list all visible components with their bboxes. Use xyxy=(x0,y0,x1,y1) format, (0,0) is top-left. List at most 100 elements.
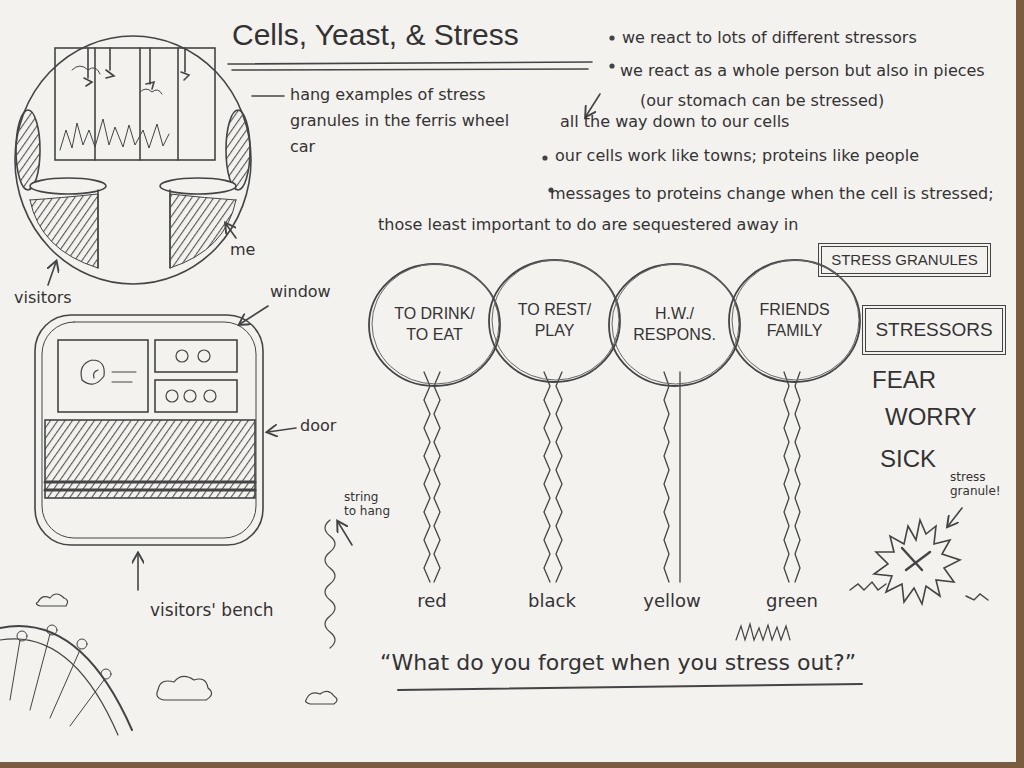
granule-core xyxy=(902,548,930,570)
part-label: window xyxy=(270,282,360,301)
cloud xyxy=(36,594,67,606)
window-lines xyxy=(112,372,136,382)
part-label: door xyxy=(300,416,370,435)
category-circle: H.W./ RESPONS. xyxy=(607,262,742,388)
hanging-string xyxy=(325,520,335,648)
stressor: WORRY xyxy=(885,403,1005,431)
door-arrow xyxy=(268,428,296,432)
granule-strings xyxy=(784,372,789,582)
window-faces xyxy=(184,390,196,402)
visitors-arrow xyxy=(48,262,56,285)
callout: stress granule! xyxy=(950,470,1012,498)
label-box: STRESS GRANULES xyxy=(818,243,991,277)
granule-arrow xyxy=(948,508,962,526)
pencil-sketch xyxy=(0,35,988,735)
granule-strings xyxy=(556,372,562,582)
cloud xyxy=(157,676,212,700)
stressor: FEAR xyxy=(872,366,1002,394)
window-clouds xyxy=(72,66,162,94)
window-faces xyxy=(198,350,210,362)
circle-outline xyxy=(367,262,502,388)
right-car-wall xyxy=(226,110,250,190)
granule-strings xyxy=(664,372,669,582)
hanging-strings xyxy=(88,48,185,84)
circle-outline xyxy=(372,264,499,384)
car-window-lower xyxy=(155,380,237,412)
granule-strings xyxy=(679,372,680,582)
ferris-wheel-cars xyxy=(47,625,57,635)
part-label: visitors xyxy=(14,288,114,307)
bullet-dots xyxy=(609,35,614,40)
label-box: STRESSORS xyxy=(862,305,1006,355)
note: all the way down to our cells xyxy=(560,112,860,131)
bullet-dots xyxy=(609,63,614,68)
category-circle: FRIENDS FAMILY xyxy=(727,258,862,384)
window-faces xyxy=(204,390,216,402)
right-seat xyxy=(160,178,236,194)
node-text-group: FRIENDS FAMILY xyxy=(749,300,841,342)
node-text: TO REST/ PLAY xyxy=(509,300,601,342)
node-text: FRIENDS FAMILY xyxy=(749,300,841,342)
part-label: me xyxy=(230,240,270,259)
note: we react to lots of different stressors xyxy=(622,28,1012,47)
bullet-dots xyxy=(542,155,547,160)
circle-outline xyxy=(732,260,859,380)
granule-strings xyxy=(544,372,550,582)
string-arrow xyxy=(338,522,352,545)
circle-outline xyxy=(487,258,622,384)
granule-strings xyxy=(424,372,800,582)
node-text-group: STRESS GRANULES xyxy=(831,250,978,270)
visitors-bench xyxy=(45,482,255,490)
left-car-wall xyxy=(16,110,40,190)
note: hang examples of stress granules in the … xyxy=(290,82,530,160)
circle-outline xyxy=(727,258,862,384)
bench-arrow xyxy=(137,554,139,590)
circle-outline xyxy=(607,262,742,388)
node-text-group: STRESSORS xyxy=(875,318,992,343)
note: messages to proteins change when the cel… xyxy=(378,178,1010,240)
window-faces xyxy=(166,350,216,402)
window-figure xyxy=(81,360,104,384)
cloud xyxy=(306,691,338,704)
car-window-upper xyxy=(155,340,237,372)
window-arrow xyxy=(240,306,268,324)
granule-strings xyxy=(434,372,440,582)
title-underline xyxy=(228,62,592,70)
node-text: STRESSORS xyxy=(875,318,992,343)
car-window-left xyxy=(58,340,148,412)
car-door xyxy=(45,420,255,498)
category-circle: TO DRINK/ TO EAT xyxy=(367,262,502,388)
grass-scribble xyxy=(736,624,790,640)
window-faces xyxy=(166,390,178,402)
note: our cells work like towns; proteins like… xyxy=(555,146,1005,165)
granule-strings xyxy=(424,372,430,582)
car-window-frame xyxy=(55,48,215,160)
stressor: SICK xyxy=(880,445,1000,473)
left-seat xyxy=(30,178,106,194)
circle-outline xyxy=(612,264,739,384)
circle-outline xyxy=(369,264,500,386)
note: we react as a whole person but also in p… xyxy=(600,56,1005,116)
circle-outline xyxy=(489,260,620,382)
me-arrow xyxy=(226,224,236,238)
part-label: visitors' bench xyxy=(150,600,310,620)
ferris-wheel-cars xyxy=(101,669,111,679)
car-side-outline xyxy=(35,315,263,545)
car-side-inner xyxy=(42,322,256,538)
node-text-group: TO DRINK/ TO EAT xyxy=(389,304,481,346)
circle-outline xyxy=(492,260,619,380)
circle-outline xyxy=(609,264,740,386)
ferris-wheel-cars xyxy=(17,631,27,641)
car-floor-lines xyxy=(98,190,170,268)
caption: “What do you forget when you stress out?… xyxy=(380,650,900,675)
window-view-scribble xyxy=(60,119,169,150)
stress-granule-blob xyxy=(874,520,960,604)
category-circle: TO REST/ PLAY xyxy=(487,258,622,384)
ferris-car-outline xyxy=(15,36,251,284)
granule-strings xyxy=(795,372,800,582)
ferris-wheel-spokes xyxy=(10,634,104,726)
ferris-wheel-rim xyxy=(0,626,132,730)
color-label: black xyxy=(502,590,602,611)
callout: string to hang xyxy=(344,490,392,518)
color-label: yellow xyxy=(622,590,722,611)
